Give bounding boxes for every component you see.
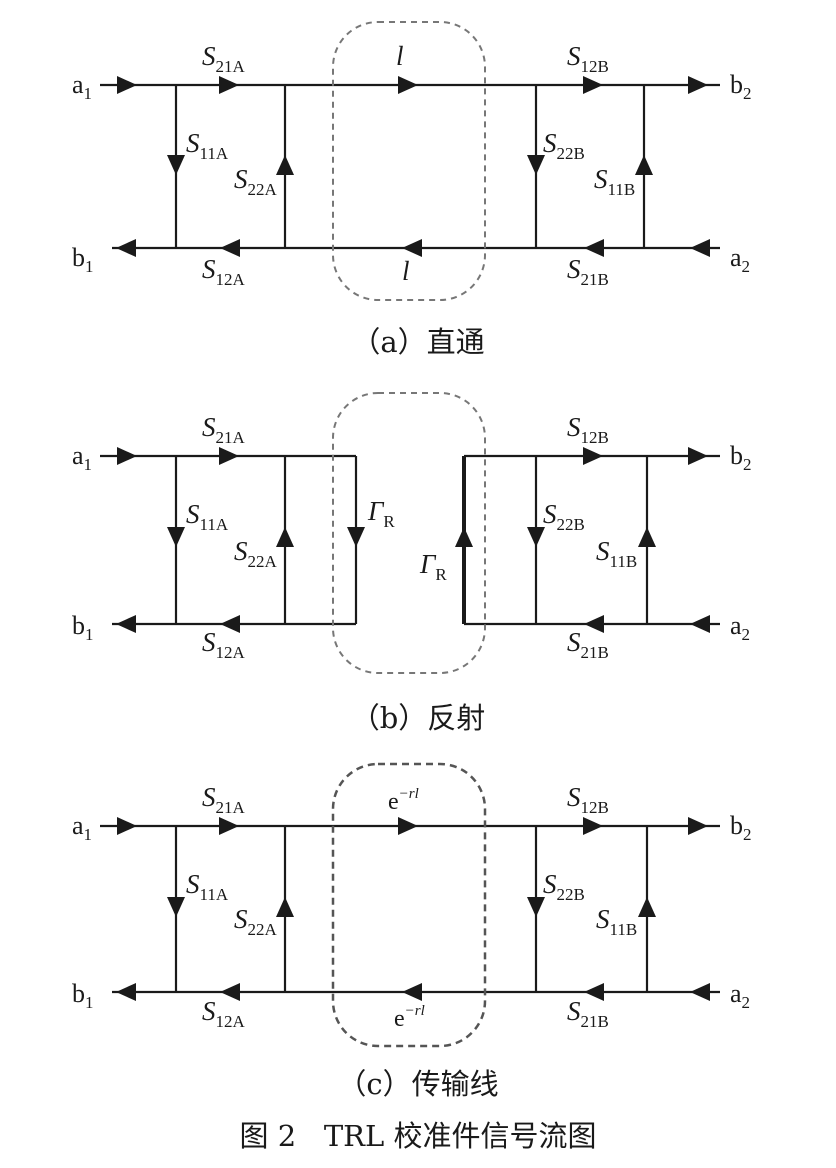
arrow-s22b bbox=[527, 155, 545, 175]
arrow-line-top bbox=[398, 817, 418, 835]
arrow-a1-in bbox=[117, 447, 137, 465]
arrow-a2-in bbox=[690, 983, 710, 1001]
panel-b-caption: （b）反射 bbox=[351, 701, 486, 735]
port-a2-label: a2 bbox=[730, 243, 750, 276]
arrow-s12b bbox=[583, 76, 603, 94]
arrow-s11b bbox=[638, 527, 656, 547]
arrow-l-bottom bbox=[402, 239, 422, 257]
figure-caption: 图 2 TRL 校准件信号流图 bbox=[240, 1119, 597, 1153]
arrow-s11a bbox=[167, 155, 185, 175]
s21b-label: S21B bbox=[567, 254, 609, 289]
s12a-label: S12A bbox=[202, 996, 246, 1031]
port-a2-label: a2 bbox=[730, 979, 750, 1012]
arrow-s21b bbox=[584, 239, 604, 257]
arrow-s22a bbox=[276, 897, 294, 917]
port-b2-label: b2 bbox=[730, 441, 752, 474]
port-a1-label: a1 bbox=[72, 811, 92, 844]
arrow-s12b bbox=[583, 447, 603, 465]
arrow-gamma-right bbox=[455, 527, 473, 547]
s11a-label: S11A bbox=[186, 499, 229, 534]
s12a-label: S12A bbox=[202, 627, 246, 662]
arrow-a1-in bbox=[117, 76, 137, 94]
arrow-s22b bbox=[527, 897, 545, 917]
arrow-a2-in bbox=[690, 615, 710, 633]
s12a-label: S12A bbox=[202, 254, 246, 289]
panel-c-line: a1 b1 b2 a2 S21A S11A S22A S12A S12B S22… bbox=[72, 762, 752, 1101]
arrow-line-bottom bbox=[402, 983, 422, 1001]
arrow-s22a bbox=[276, 527, 294, 547]
panel-c-caption: （c）传输线 bbox=[337, 1067, 498, 1101]
port-b1-label: b1 bbox=[72, 611, 94, 644]
port-b2-label: b2 bbox=[730, 70, 752, 103]
line-length-top-label: l bbox=[396, 41, 404, 71]
s22b-label: S22B bbox=[543, 869, 585, 904]
arrow-b1-out bbox=[116, 983, 136, 1001]
s22a-label: S22A bbox=[234, 536, 278, 571]
s22a-label: S22A bbox=[234, 164, 278, 199]
propagation-top-label: e−rl bbox=[388, 786, 419, 815]
gamma-r-left-label: ΓR bbox=[367, 496, 395, 531]
s22b-label: S22B bbox=[543, 128, 585, 163]
dashed-reflect-box bbox=[332, 392, 486, 674]
arrow-b1-out bbox=[116, 615, 136, 633]
dashed-through-box bbox=[332, 21, 486, 301]
arrow-a2-in bbox=[690, 239, 710, 257]
panel-a-through: a1 b1 b2 a2 S21A S11A S22A S12A S12B S22… bbox=[72, 21, 752, 359]
arrow-s22a bbox=[276, 155, 294, 175]
arrow-s21a bbox=[219, 817, 239, 835]
arrow-s21b bbox=[584, 983, 604, 1001]
s11b-label: S11B bbox=[596, 536, 637, 571]
panel-a-caption: （a）直通 bbox=[351, 325, 484, 359]
s21b-label: S21B bbox=[567, 627, 609, 662]
arrow-l-top bbox=[398, 76, 418, 94]
arrow-s12a bbox=[220, 615, 240, 633]
arrow-s21b bbox=[584, 615, 604, 633]
arrow-s12a bbox=[220, 239, 240, 257]
s21a-label: S21A bbox=[202, 782, 246, 817]
s21a-label: S21A bbox=[202, 412, 246, 447]
s21b-label: S21B bbox=[567, 996, 609, 1031]
arrow-s21a bbox=[219, 76, 239, 94]
line-length-bottom-label: l bbox=[402, 256, 410, 286]
port-a1-label: a1 bbox=[72, 441, 92, 474]
arrow-b1-out bbox=[116, 239, 136, 257]
port-b1-label: b1 bbox=[72, 979, 94, 1012]
port-a2-label: a2 bbox=[730, 611, 750, 644]
arrow-gamma-left bbox=[347, 527, 365, 547]
arrow-s12b bbox=[583, 817, 603, 835]
arrow-s21a bbox=[219, 447, 239, 465]
s12b-label: S12B bbox=[567, 412, 609, 447]
arrow-s12a bbox=[220, 983, 240, 1001]
arrow-b2-out bbox=[688, 817, 708, 835]
arrow-s11a bbox=[167, 527, 185, 547]
arrow-s11b bbox=[635, 155, 653, 175]
s11a-label: S11A bbox=[186, 128, 229, 163]
arrow-s11b bbox=[638, 897, 656, 917]
panel-b-reflect: a1 b1 b2 a2 S21A S11A S22A S12A S12B S22… bbox=[72, 392, 752, 735]
s11b-label: S11B bbox=[596, 904, 637, 939]
propagation-bottom-label: e−rl bbox=[394, 1003, 425, 1032]
port-b1-label: b1 bbox=[72, 243, 94, 276]
dashed-line-box bbox=[331, 762, 487, 1048]
gamma-r-right-label: ΓR bbox=[419, 549, 447, 584]
arrow-b2-out bbox=[688, 447, 708, 465]
port-b2-label: b2 bbox=[730, 811, 752, 844]
s22b-label: S22B bbox=[543, 499, 585, 534]
s11b-label: S11B bbox=[594, 164, 635, 199]
s22a-label: S22A bbox=[234, 904, 278, 939]
arrow-b2-out bbox=[688, 76, 708, 94]
s21a-label: S21A bbox=[202, 41, 246, 76]
arrow-s11a bbox=[167, 897, 185, 917]
s11a-label: S11A bbox=[186, 869, 229, 904]
arrow-a1-in bbox=[117, 817, 137, 835]
arrow-s22b bbox=[527, 527, 545, 547]
s12b-label: S12B bbox=[567, 782, 609, 817]
port-a1-label: a1 bbox=[72, 70, 92, 103]
s12b-label: S12B bbox=[567, 41, 609, 76]
